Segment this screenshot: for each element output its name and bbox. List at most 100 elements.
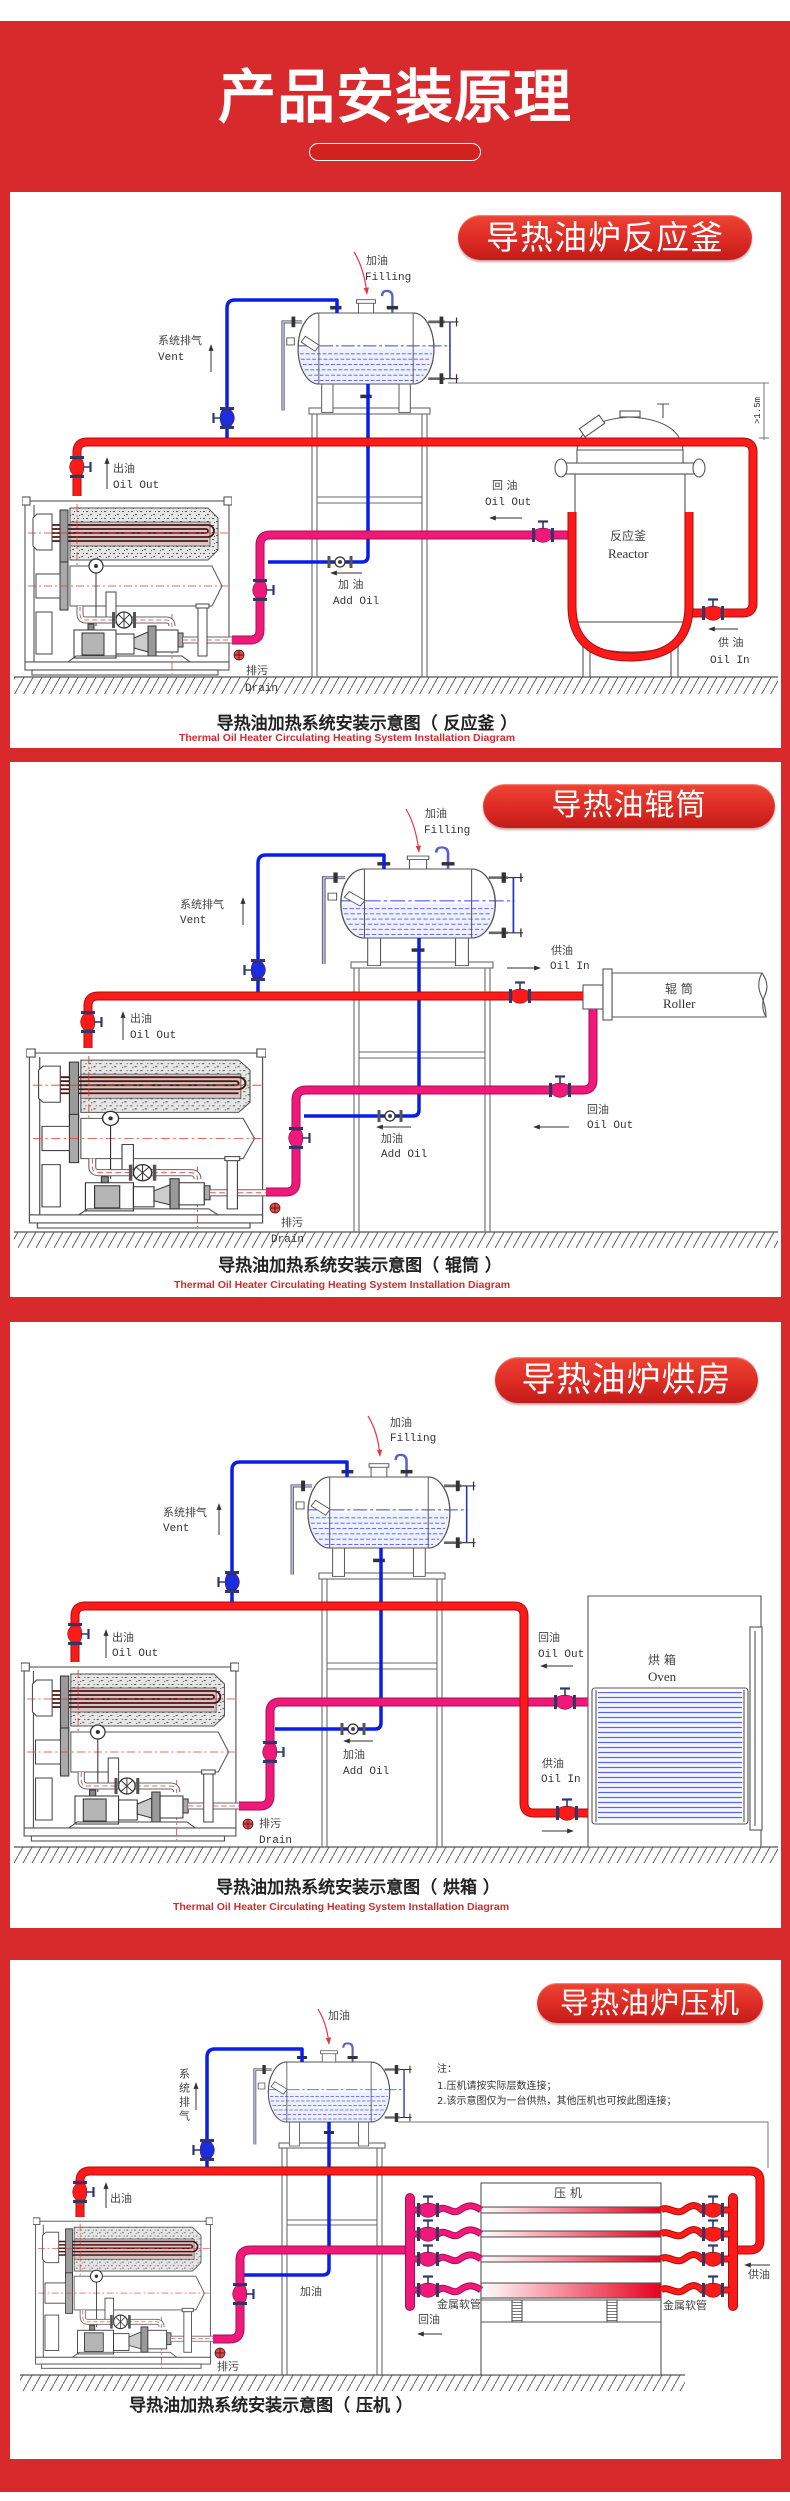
- hose-label-right: 金属软管: [663, 2298, 707, 2312]
- filling-label-en: Filling: [365, 272, 411, 284]
- return-pipe-outline: [232, 530, 572, 645]
- ground-hatch: [14, 1232, 778, 1248]
- add-oil-label-en: Add Oil: [381, 1149, 427, 1161]
- supply-pipe: [71, 1602, 588, 1817]
- layer-return-valve: [416, 2219, 440, 2243]
- filling-label-en: Filling: [390, 1433, 436, 1445]
- vent-label-cn: 系统排气: [178, 2068, 191, 2124]
- supply-label-cn: 供油: [551, 943, 573, 957]
- supply-label-cn: 供油: [748, 2267, 770, 2281]
- return-label-en: Oil Out: [485, 497, 531, 509]
- oven-coil: [598, 1692, 742, 1820]
- drain-label-en: Drain: [245, 683, 278, 695]
- expansion-tank: [321, 845, 525, 968]
- layer-supply-valve: [701, 2195, 725, 2219]
- thermal-oil-heater: [21, 1663, 239, 1841]
- equipment-label-cn: 烘 箱: [648, 1652, 676, 1667]
- expansion-tank: [281, 289, 461, 415]
- dimension-label: >1.5m: [753, 397, 763, 424]
- oil-out-label-cn: 出油: [113, 461, 135, 475]
- supply-hose: [659, 2252, 730, 2264]
- outlet-valve: [71, 2180, 95, 2204]
- add-oil-valve: [327, 555, 353, 569]
- add-oil-pipe: [304, 938, 421, 1118]
- supply-valve: [555, 1798, 579, 1822]
- equipment-label-en: Roller: [663, 996, 696, 1011]
- filling-label-cn: 加油: [328, 2008, 350, 2022]
- add-oil-pipe: [243, 2122, 331, 2277]
- drain-label-cn: 排污: [246, 663, 268, 677]
- panel-roller: 加油 Filling 系统排气 Vent 出油 Oil Out 供油 Oil I…: [10, 762, 781, 1297]
- layer-return-valve: [416, 2195, 440, 2219]
- return-hose: [414, 2283, 483, 2295]
- vent-label-cn: 系统排气: [163, 1505, 207, 1519]
- outlet-valve: [66, 1622, 90, 1646]
- vent-valve: [212, 406, 236, 430]
- caption-en: Thermal Oil Heater Circulating Heating S…: [179, 732, 515, 744]
- drain-valve: [214, 2347, 226, 2359]
- filling-arrow: [317, 2008, 332, 2045]
- filling-label-en: Filling: [424, 825, 470, 837]
- oven: [587, 1595, 763, 1848]
- layer-supply-valve: [701, 2275, 725, 2299]
- supply-pipe: [84, 992, 583, 1048]
- filling-label-cn: 加油: [390, 1415, 412, 1429]
- panel-oven: 加油 Filling 系统排气 Vent 出油 Oil Out 回油 Oil O…: [10, 1322, 781, 1928]
- supply-pipe: [73, 438, 757, 617]
- return-hose: [414, 2252, 483, 2264]
- note-item-1: 1.压机请按实际层数连接；: [437, 2079, 557, 2092]
- drain-label-cn: 排污: [259, 1816, 281, 1830]
- return-pipe: [266, 1009, 597, 1196]
- panel-badge: 导热油辊筒: [483, 784, 775, 828]
- return-valve: [548, 1075, 572, 1099]
- filling-arrow: [405, 808, 421, 853]
- vent-pipe: [230, 1460, 349, 1606]
- oil-out-label-en: Oil Out: [130, 1030, 176, 1042]
- oil-out-label-en: Oil Out: [112, 1648, 158, 1660]
- inlet-valve: [261, 1740, 285, 1764]
- vent-label-en: Vent: [163, 1523, 189, 1535]
- supply-hose: [659, 2203, 730, 2215]
- vent-valve: [217, 1570, 241, 1594]
- drain-valve: [242, 1818, 254, 1830]
- vent-label-cn: 系统排气: [158, 333, 202, 347]
- thermal-oil-heater: [22, 497, 232, 675]
- add-oil-valve: [340, 1722, 366, 1736]
- ground-hatch: [14, 677, 778, 694]
- inlet-valve: [231, 2282, 255, 2306]
- add-oil-valve: [377, 1109, 403, 1123]
- spring: [511, 2299, 523, 2323]
- diagram-reactor: >1.5m 加油 Filling 系统排气 Vent 出油 Oil Out 加 …: [14, 251, 778, 744]
- return-hose: [414, 2227, 483, 2239]
- add-oil-pipe: [275, 1548, 383, 1731]
- equipment-label-cn: 辊 筒: [665, 981, 693, 996]
- thermal-oil-heater: [26, 1049, 266, 1228]
- return-pipe-outline: [239, 1697, 588, 1811]
- caption-cn: 导热油加热系统安装示意图（ 烘箱 ）: [216, 1877, 500, 1898]
- return-valve: [553, 1687, 577, 1711]
- equipment-label-en: Reactor: [608, 546, 649, 561]
- supply-label-en: Oil In: [550, 961, 590, 973]
- return-pipe-outline: [266, 1009, 598, 1197]
- layer-supply-valve: [701, 2244, 725, 2268]
- return-hose: [414, 2203, 483, 2215]
- add-oil-label-cn: 加油: [343, 1747, 365, 1761]
- outlet-valve: [79, 1010, 103, 1034]
- layer-return-valve: [416, 2244, 440, 2268]
- equipment-label-cn: 压 机: [554, 2186, 582, 2200]
- caption-cn: 导热油加热系统安装示意图（ 压机 ）: [129, 2395, 413, 2416]
- roller: [582, 968, 768, 1021]
- layer-return-valve: [416, 2275, 440, 2299]
- ground-hatch: [14, 1847, 778, 1863]
- platen: [480, 2255, 662, 2263]
- drain-valve: [269, 1202, 281, 1214]
- vent-label-en: Vent: [158, 352, 184, 364]
- vent-pipe: [225, 298, 339, 442]
- inlet-valve: [287, 1126, 311, 1150]
- vent-valve: [243, 958, 267, 982]
- panel-press: 加油 系统排气 出油 加油 排污 压 机 金属软管 金属软管 回油 供油 注： …: [10, 1960, 781, 2459]
- ground: [14, 676, 778, 694]
- oil-out-label-cn: 出油: [110, 2191, 132, 2205]
- caption-cn: 导热油加热系统安装示意图（ 反应釜 ）: [217, 713, 518, 734]
- supply-valve: [508, 981, 532, 1005]
